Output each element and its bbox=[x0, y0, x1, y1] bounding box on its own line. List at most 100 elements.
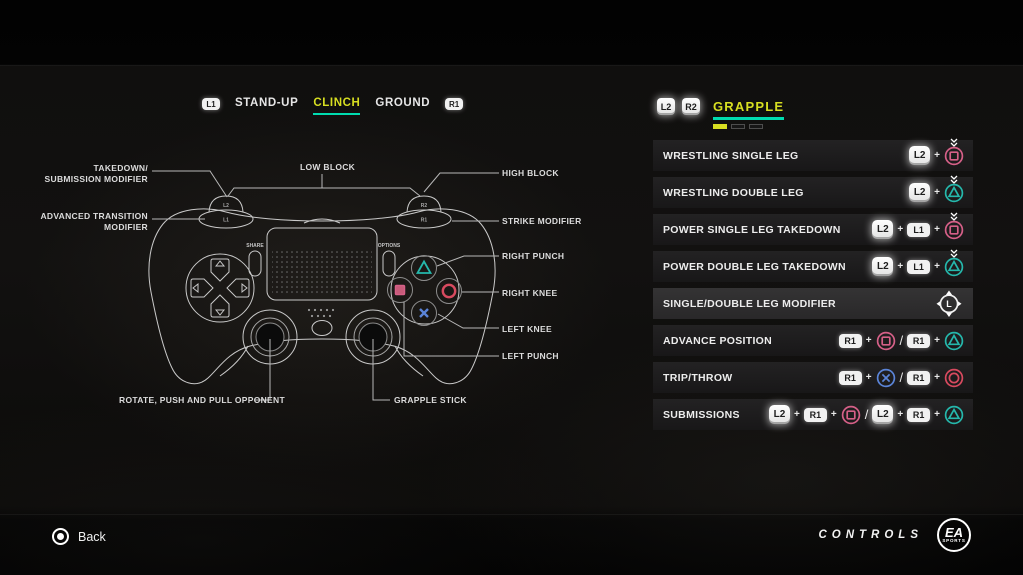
square-button-icon-flick bbox=[944, 138, 964, 166]
circle-button-icon bbox=[52, 528, 69, 545]
page-dot-1 bbox=[713, 123, 727, 129]
back-button[interactable]: Back bbox=[52, 528, 106, 545]
tab-clinch[interactable]: CLINCH bbox=[313, 97, 361, 115]
square-button-icon-flick bbox=[944, 212, 964, 240]
rotate-opponent-label: ROTATE, PUSH AND PULL OPPONENT bbox=[119, 395, 285, 405]
dpad-ring bbox=[185, 253, 255, 323]
r1-badge-icon: R1 bbox=[907, 333, 931, 348]
category-tabs: L1 STAND-UP CLINCH GROUND R1 bbox=[202, 97, 464, 115]
r1-badge-icon: R1 bbox=[838, 333, 862, 348]
screen-title: CONTROLS bbox=[818, 529, 923, 541]
plus-separator: + bbox=[865, 372, 872, 383]
right-knee-label: RIGHT KNEE bbox=[502, 288, 558, 298]
l2-key-icon: L2 bbox=[872, 220, 894, 239]
left-punch-label: LEFT PUNCH bbox=[502, 351, 559, 361]
share-button bbox=[248, 250, 262, 277]
left-stick-icon: L bbox=[934, 288, 964, 319]
ps-button bbox=[311, 320, 333, 336]
r2-trigger bbox=[406, 195, 442, 213]
triangle-button-icon-flick bbox=[944, 249, 964, 277]
tab-stand-up[interactable]: STAND-UP bbox=[235, 97, 299, 109]
circle-button bbox=[436, 278, 462, 304]
r1-bumper bbox=[396, 209, 452, 229]
triangle-button bbox=[411, 255, 437, 281]
back-label: Back bbox=[78, 529, 106, 544]
advanced-transition-label: ADVANCED TRANSITION bbox=[40, 211, 148, 221]
button-combo: R1+/R1+ bbox=[838, 331, 964, 351]
button-combo: L2+ bbox=[909, 138, 964, 166]
l1-hint-badge: L1 bbox=[202, 98, 220, 110]
plus-separator: + bbox=[934, 261, 940, 272]
shoulder-hint-badges: L2 R2 bbox=[657, 98, 700, 115]
options-button bbox=[382, 250, 396, 277]
or-separator: / bbox=[864, 407, 869, 422]
takedown-modifier-label: TAKEDOWN/ bbox=[93, 163, 148, 173]
cross-button-icon bbox=[876, 368, 896, 388]
controller-body bbox=[148, 208, 496, 385]
l1-badge-icon: L1 bbox=[907, 259, 931, 274]
r1-hint-badge: R1 bbox=[445, 98, 464, 110]
l1-badge-icon: L1 bbox=[907, 222, 931, 237]
plus-separator: + bbox=[934, 187, 940, 198]
move-row[interactable]: SINGLE/DOUBLE LEG MODIFIER L bbox=[653, 288, 973, 319]
plus-separator: + bbox=[934, 372, 940, 383]
triangle-button-icon bbox=[944, 405, 964, 425]
button-combo: L2+R1+/L2+R1+ bbox=[769, 405, 964, 425]
bottom-divider bbox=[0, 514, 1023, 515]
footer-brand: CONTROLS EA SPORTS bbox=[818, 518, 971, 552]
page-dot-2 bbox=[731, 123, 745, 129]
plus-separator: + bbox=[830, 409, 837, 420]
controller-diagram: L2 L1 R2 R1 SHARE OPTIONS bbox=[148, 170, 499, 401]
move-label: TRIP/THROW bbox=[663, 371, 733, 384]
share-caption: SHARE bbox=[246, 243, 264, 249]
plus-separator: + bbox=[897, 409, 904, 420]
move-label: WRESTLING SINGLE LEG bbox=[663, 149, 799, 162]
move-label: POWER SINGLE LEG TAKEDOWN bbox=[663, 223, 841, 236]
svg-text:L: L bbox=[946, 299, 952, 309]
move-row[interactable]: WRESTLING SINGLE LEG L2+ bbox=[653, 138, 973, 171]
l2-key-icon: L2 bbox=[769, 405, 790, 424]
right-punch-label: RIGHT PUNCH bbox=[502, 251, 565, 261]
cross-button bbox=[411, 300, 437, 326]
l2-key-icon: L2 bbox=[909, 183, 931, 202]
square-button-icon bbox=[876, 331, 896, 351]
plus-separator: + bbox=[934, 224, 940, 235]
ea-sports-logo: EA SPORTS bbox=[937, 518, 971, 552]
dpad-right bbox=[226, 278, 250, 298]
or-separator: / bbox=[899, 333, 904, 348]
left-knee-label: LEFT KNEE bbox=[502, 324, 552, 334]
triangle-button-icon bbox=[944, 331, 964, 351]
grapple-stick-label: GRAPPLE STICK bbox=[394, 395, 467, 405]
plus-separator: + bbox=[934, 409, 940, 420]
r1-badge-icon: R1 bbox=[803, 407, 827, 422]
plus-separator: + bbox=[934, 335, 940, 346]
r1-badge-icon: R1 bbox=[838, 370, 862, 385]
circle-button-icon bbox=[944, 368, 964, 388]
button-combo: R1+/R1+ bbox=[838, 368, 964, 388]
r1-caption: R1 bbox=[421, 218, 428, 224]
tab-ground[interactable]: GROUND bbox=[375, 97, 431, 109]
or-separator: / bbox=[899, 370, 904, 385]
dpad-down bbox=[210, 294, 230, 318]
low-block-label: LOW BLOCK bbox=[300, 162, 356, 172]
strike-modifier-label: STRIKE MODIFIER bbox=[502, 216, 582, 226]
panel-title-underline bbox=[713, 117, 785, 120]
callout-lines bbox=[152, 170, 499, 401]
r2-hint-key: R2 bbox=[682, 98, 700, 115]
plus-separator: + bbox=[897, 261, 904, 272]
move-label: SINGLE/DOUBLE LEG MODIFIER bbox=[663, 297, 836, 310]
move-label: SUBMISSIONS bbox=[663, 408, 740, 421]
l2-key-icon: L2 bbox=[872, 257, 894, 276]
r2-caption: R2 bbox=[421, 203, 428, 209]
l2-hint-key: L2 bbox=[657, 98, 675, 115]
plus-separator: + bbox=[934, 150, 940, 161]
